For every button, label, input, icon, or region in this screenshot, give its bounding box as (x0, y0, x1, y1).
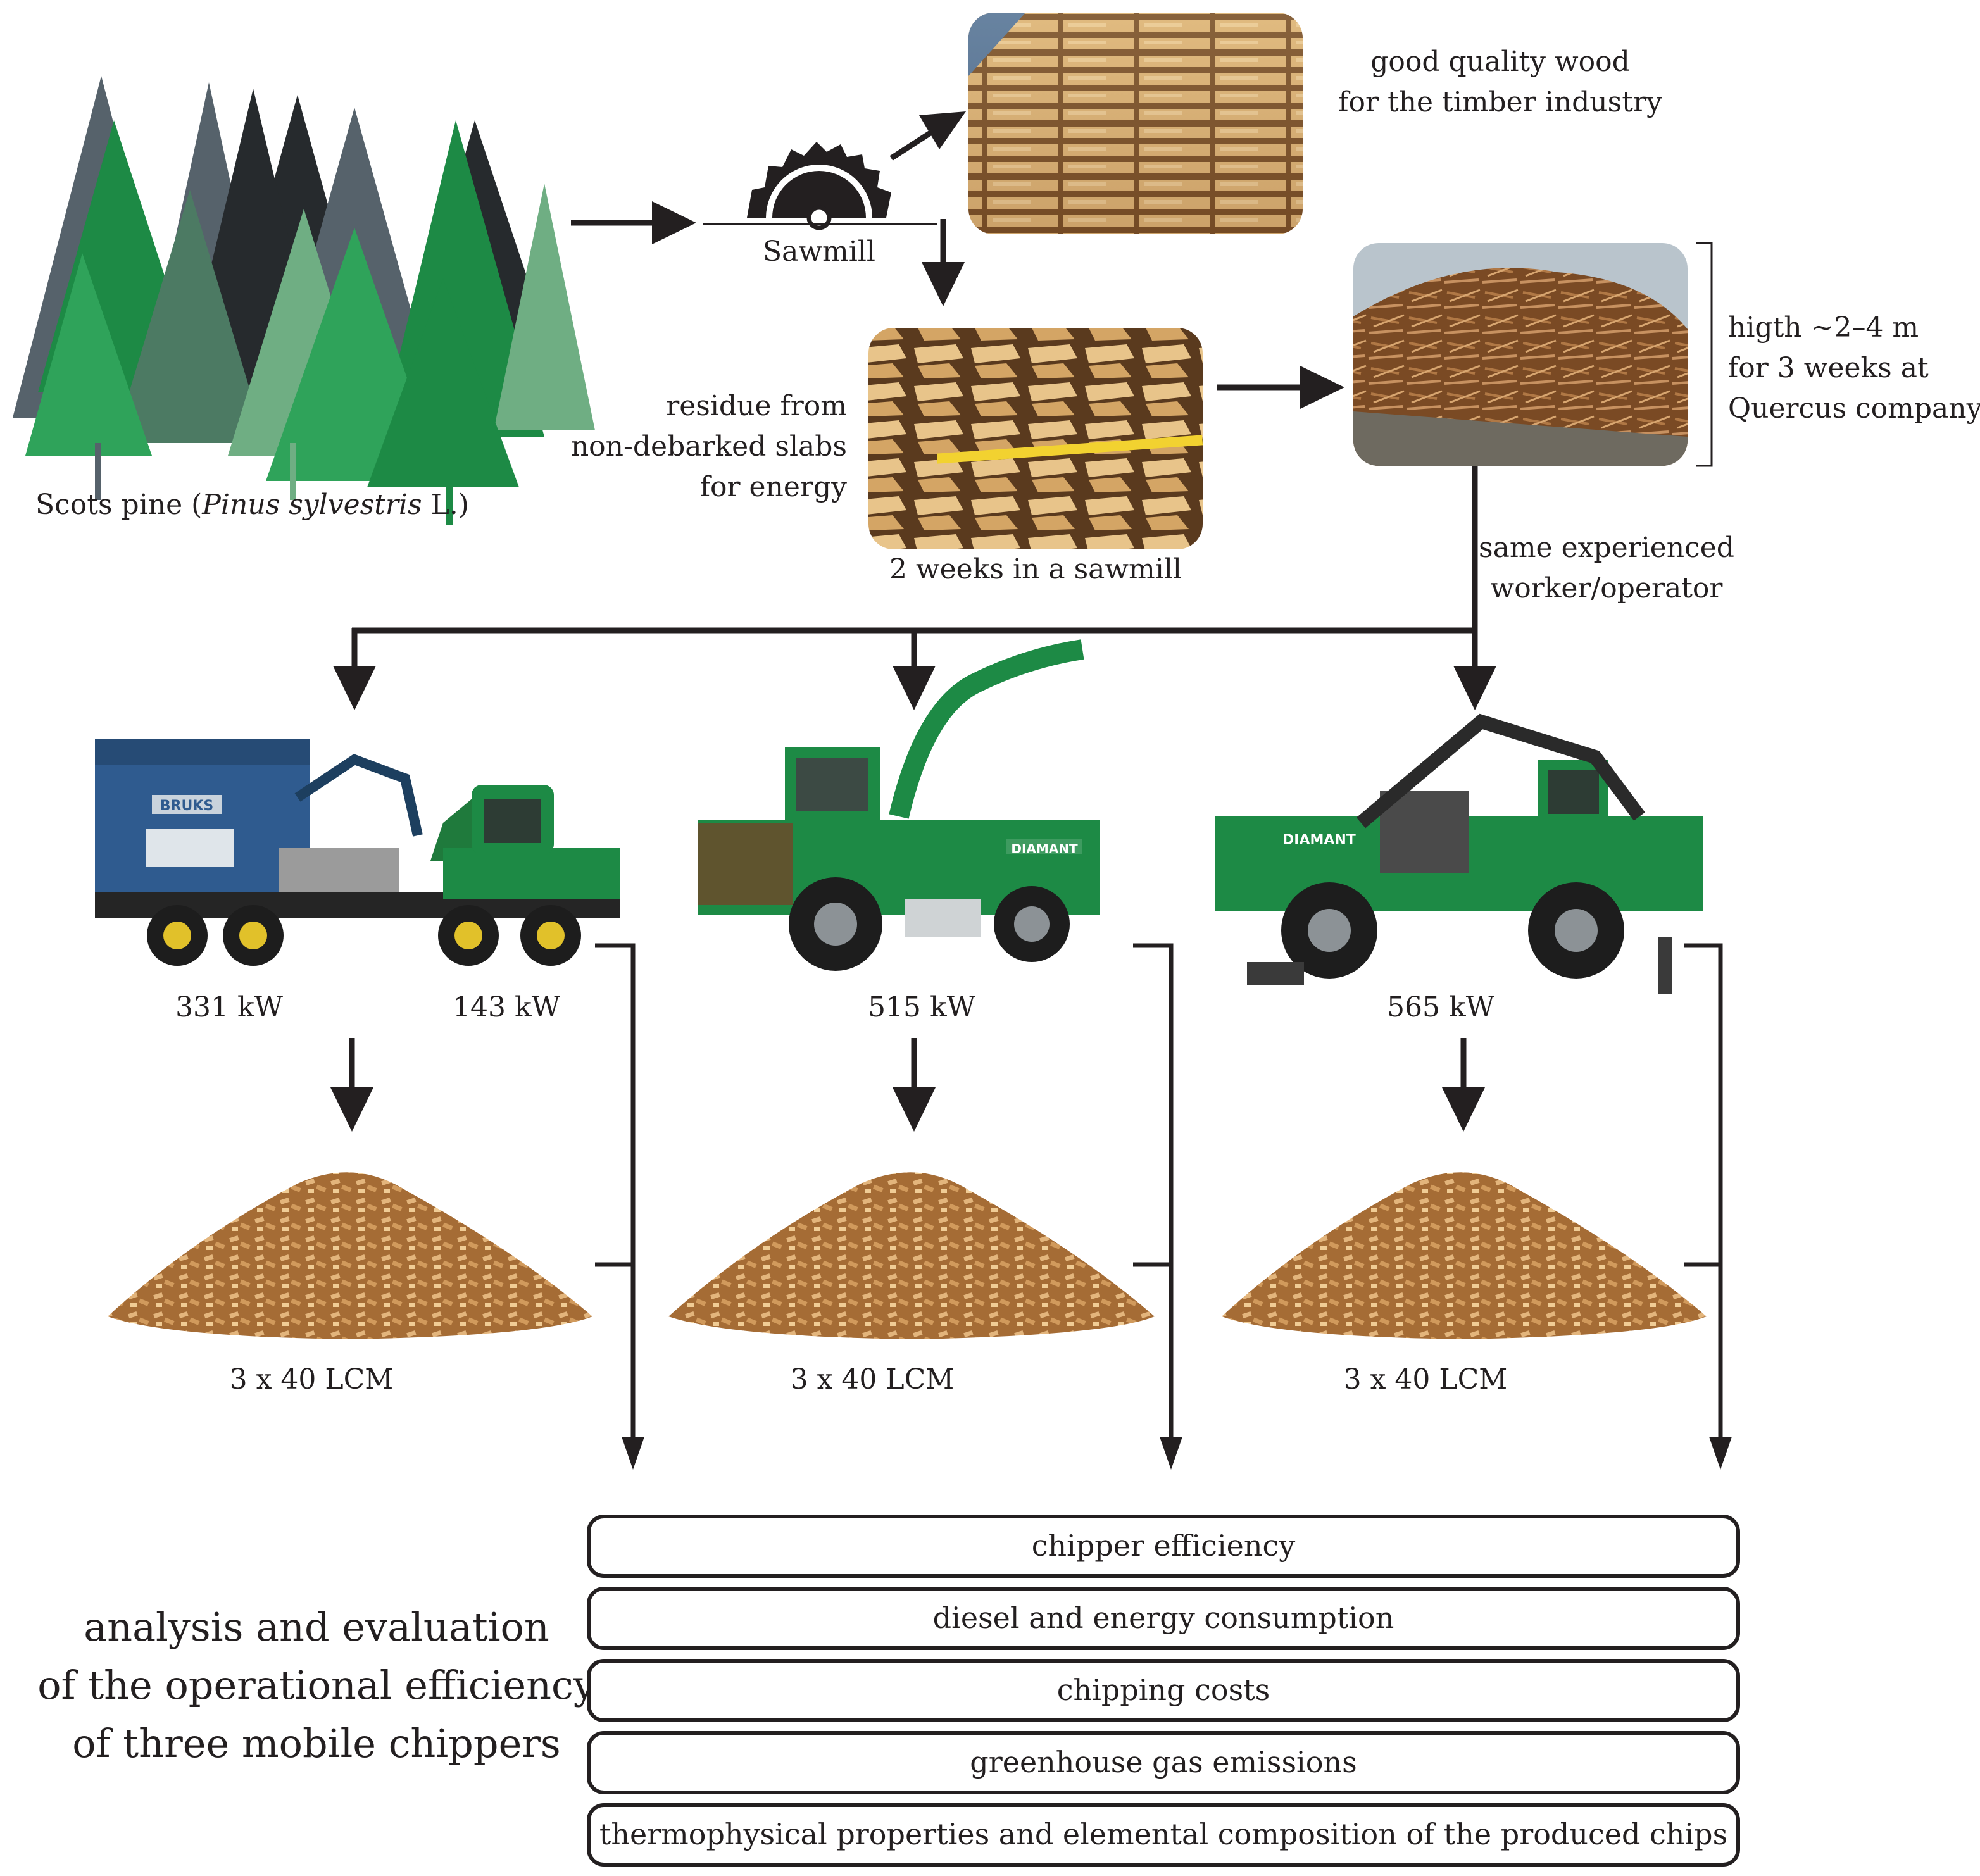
chipper-2-power: 515 kW (868, 991, 976, 1023)
chipper-3-marking: DIAMANT (1282, 832, 1356, 848)
wood-chips-pile-1 (108, 1172, 592, 1339)
outcome-label-5: thermophysical properties and elemental … (599, 1817, 1727, 1851)
arrows-to-outcomes (595, 943, 1732, 1470)
pile-height-bracket (1696, 242, 1713, 467)
saw-blade-icon (703, 142, 937, 230)
scots-pine-forest-illustration (13, 76, 595, 525)
analysis-caption-line1: analysis and evaluation (84, 1604, 549, 1650)
operator-caption-line2: worker/operator (1491, 572, 1724, 604)
chipper-1-bruks-photo: BRUKS (95, 739, 620, 966)
timber-stack-photo (968, 13, 1303, 234)
forest-caption: Scots pine (Pinus sylvestris L.) (35, 489, 469, 521)
chipper-3-power: 565 kW (1387, 991, 1495, 1023)
residue-pile-photo (1353, 243, 1688, 466)
outcome-box-5: thermophysical properties and elemental … (587, 1803, 1740, 1867)
chips-volume-1: 3 x 40 LCM (230, 1363, 394, 1396)
outcome-box-2: diesel and energy consumption (587, 1587, 1740, 1650)
outcome-label-3: chipping costs (1057, 1673, 1270, 1707)
outcome-label-1: chipper efficiency (1032, 1529, 1296, 1563)
chipper-1-power-b: 143 kW (453, 991, 561, 1023)
sawmill-storage-caption: 2 weeks in a sawmill (889, 553, 1182, 585)
pile-caption-line3: Quercus company (1728, 392, 1980, 425)
pile-caption-line1: higth ~2–4 m (1728, 311, 1919, 344)
arrow-forest-to-sawmill (571, 201, 696, 244)
chipper-2-diamant-photo: DIAMANT (698, 639, 1100, 971)
arrow-sawmill-to-timber (889, 111, 966, 161)
arrows-chipper-to-chips (330, 1038, 1485, 1132)
outcome-label-4: greenhouse gas emissions (970, 1745, 1357, 1779)
outcome-label-2: diesel and energy consumption (933, 1601, 1394, 1635)
chipper-3-diamant-photo: DIAMANT (1215, 713, 1703, 994)
chipper-2-marking: DIAMANT (1011, 841, 1078, 856)
sawmill-label: Sawmill (763, 235, 875, 268)
chips-volume-2: 3 x 40 LCM (791, 1363, 955, 1396)
arrow-sawmill-to-slabs (922, 219, 965, 306)
outcome-box-4: greenhouse gas emissions (587, 1731, 1740, 1794)
outcome-box-1: chipper efficiency (587, 1515, 1740, 1578)
outcome-box-3: chipping costs (587, 1659, 1740, 1722)
wood-chips-pile-3 (1222, 1172, 1707, 1339)
residue-caption-line3: for energy (700, 471, 847, 503)
analysis-caption-line3: of three mobile chippers (72, 1720, 560, 1767)
operator-caption-line1: same experienced (1479, 532, 1734, 564)
distribution-connector (333, 466, 1496, 710)
residue-caption-line1: residue from (666, 390, 847, 422)
analysis-caption-line2: of the operational efficiency (37, 1662, 596, 1708)
wood-chips-pile-2 (668, 1172, 1155, 1339)
residue-slabs-photo (868, 328, 1203, 549)
pile-caption-line2: for 3 weeks at (1728, 352, 1929, 384)
timber-caption-line2: for the timber industry (1338, 86, 1662, 118)
timber-caption-line1: good quality wood (1370, 46, 1630, 78)
chips-volume-3: 3 x 40 LCM (1344, 1363, 1508, 1396)
chipper-1-marking: BRUKS (160, 798, 213, 814)
arrow-slabs-to-pile (1217, 366, 1344, 409)
residue-caption-line2: non-debarked slabs (571, 430, 847, 463)
chipper-1-power-a: 331 kW (175, 991, 284, 1023)
